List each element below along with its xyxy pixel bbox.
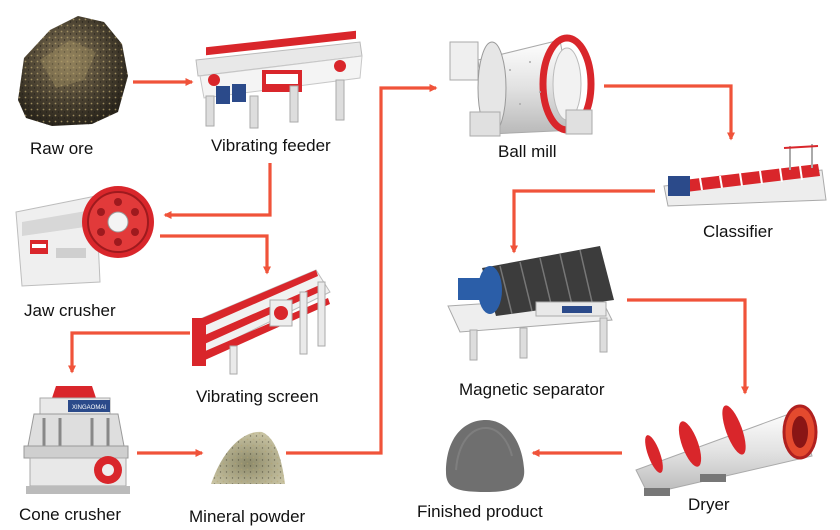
arrow-screen-to-cone — [68, 331, 190, 374]
label-raw-ore: Raw ore — [30, 139, 94, 158]
label-dryer: Dryer — [688, 495, 730, 514]
classifier-image — [663, 144, 827, 207]
vibrating-screen-image — [192, 269, 331, 375]
arrow-classifier-to-separator — [510, 189, 655, 254]
arrow-mill-to-classifier — [604, 84, 735, 141]
label-magnetic-separator: Magnetic separator — [459, 380, 605, 399]
raw-ore-image — [18, 16, 128, 126]
label-ball-mill: Ball mill — [498, 142, 557, 161]
dryer-image — [635, 404, 818, 496]
jaw-crusher-image — [15, 186, 154, 287]
magnetic-separator-image — [447, 246, 614, 361]
ball-mill-image — [449, 34, 595, 137]
label-jaw-crusher: Jaw crusher — [24, 301, 116, 320]
arrow-jaw-to-screen — [160, 234, 271, 275]
finished-product-image — [446, 420, 525, 492]
label-vibrating-screen: Vibrating screen — [196, 387, 319, 406]
label-classifier: Classifier — [703, 222, 773, 241]
label-vibrating-feeder: Vibrating feeder — [211, 136, 331, 155]
label-finished-product: Finished product — [417, 502, 543, 521]
label-mineral-powder: Mineral powder — [189, 507, 306, 526]
arrow-separator-to-dryer — [627, 298, 749, 395]
cone-crusher-image: XINGAOMAI — [23, 386, 130, 494]
flow-arrows — [68, 78, 749, 457]
mineral-powder-image — [211, 426, 285, 484]
arrow-feeder-to-jaw — [163, 163, 272, 219]
vibrating-feeder-image — [195, 30, 363, 129]
arrow-powder-to-mill — [286, 84, 438, 455]
label-cone-crusher: Cone crusher — [19, 505, 122, 524]
cone-crusher-brand-plate: XINGAOMAI — [72, 405, 106, 411]
